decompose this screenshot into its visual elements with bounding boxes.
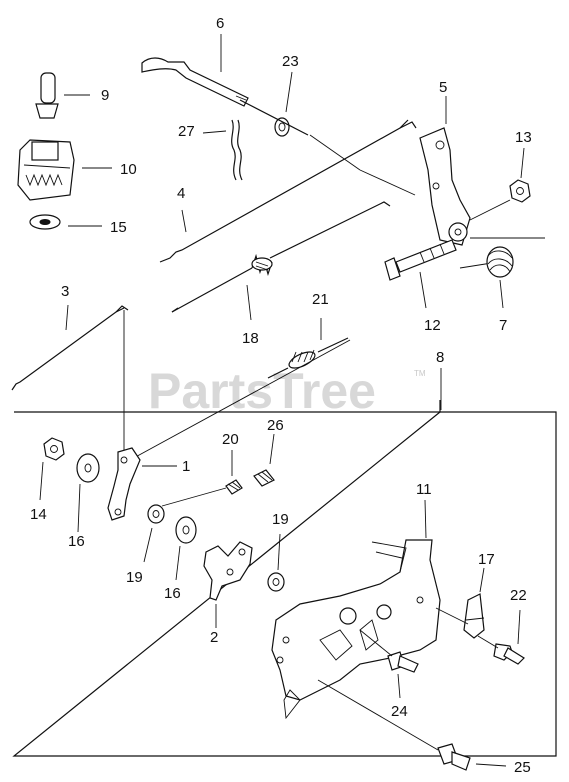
leader-27 (202, 130, 227, 134)
guide-line-b (359, 169, 416, 196)
callout-1: 1 (182, 458, 190, 475)
callout-11: 11 (416, 481, 432, 498)
callout-17: 17 (478, 551, 495, 568)
callout-25: 25 (514, 759, 531, 776)
leader-23 (285, 71, 293, 113)
guide-line-k (359, 629, 393, 657)
leader-26 (269, 433, 275, 465)
callout-27: 27 (178, 123, 195, 140)
callout-13: 13 (515, 129, 532, 146)
part-27-clip[interactable] (231, 119, 243, 181)
part-23-washer[interactable] (274, 117, 290, 137)
part-6-lever-shaft[interactable] (141, 57, 249, 107)
leader-18 (246, 284, 252, 321)
part-26-screw[interactable] (253, 469, 275, 487)
guide-line-h (161, 487, 227, 507)
part-25-bolt[interactable] (437, 743, 471, 771)
part-17-clip[interactable] (463, 593, 485, 639)
callout-23: 23 (282, 53, 299, 70)
callout-4: 4 (177, 185, 185, 202)
watermark-text: PartsTree (148, 363, 376, 419)
leader-17 (479, 567, 485, 593)
part-10-gear-bracket[interactable] (17, 139, 75, 201)
part-21-spring-link[interactable] (267, 337, 349, 379)
guide-line-j (477, 635, 499, 649)
watermark-trademark: TM (414, 369, 426, 378)
callout-19-middle: 19 (272, 511, 289, 528)
rod-upper-link (239, 99, 309, 136)
callout-22: 22 (510, 587, 527, 604)
leader-7 (499, 279, 504, 309)
part-16-washer-middle[interactable] (175, 516, 197, 544)
part-5-bracket[interactable] (419, 127, 471, 246)
callout-24: 24 (391, 703, 408, 720)
part-15-washer[interactable] (29, 214, 61, 230)
guide-line-i (435, 607, 469, 625)
leader-11 (424, 499, 427, 539)
leader-3 (65, 304, 69, 331)
callout-8: 8 (436, 349, 444, 366)
part-19-washer-left[interactable] (147, 504, 165, 524)
leader-16-left (77, 483, 81, 533)
part-16-washer-left[interactable] (76, 453, 100, 483)
callout-20: 20 (222, 431, 239, 448)
part-1-lever[interactable] (107, 447, 141, 521)
callout-19-left: 19 (126, 569, 143, 586)
kit-8-box (12, 411, 557, 757)
part-4-control-rod[interactable] (159, 119, 417, 263)
leader-25 (475, 763, 507, 767)
part-19-washer-middle[interactable] (267, 572, 285, 592)
callout-18: 18 (242, 330, 259, 347)
part-20-adjusting-screw[interactable] (225, 479, 243, 495)
callout-3: 3 (61, 283, 69, 300)
part-18-spring-rod[interactable] (171, 201, 391, 313)
leader-4 (181, 209, 187, 233)
callout-5: 5 (439, 79, 447, 96)
part-7-spring[interactable] (486, 246, 514, 278)
part-13-nut[interactable] (509, 179, 531, 203)
leader-12 (419, 271, 427, 309)
part-24-bolt[interactable] (387, 651, 419, 673)
callout-14: 14 (30, 506, 47, 523)
part-11-control-bracket[interactable] (271, 539, 441, 720)
part-2-lever-plate[interactable] (203, 541, 253, 601)
callout-21: 21 (312, 291, 329, 308)
callout-6: 6 (216, 15, 224, 32)
guide-line-g (129, 339, 351, 461)
callout-16-middle: 16 (164, 585, 181, 602)
leader-14 (39, 461, 44, 501)
part-14-nut[interactable] (43, 437, 65, 461)
callout-12: 12 (424, 317, 441, 334)
callout-26: 26 (267, 417, 284, 434)
guide-line-c (469, 199, 511, 221)
callout-15: 15 (110, 219, 127, 236)
leader-24 (397, 673, 401, 699)
callout-2: 2 (210, 629, 218, 646)
leader-22 (517, 609, 521, 645)
leader-19-left (143, 527, 153, 563)
callout-10: 10 (120, 161, 137, 178)
callout-16-left: 16 (68, 533, 85, 550)
callout-labels: 6 23 9 5 27 13 10 4 15 3 21 18 12 7 8 26… (30, 15, 532, 776)
guide-line-l (317, 679, 439, 751)
callout-7: 7 (499, 317, 507, 334)
guide-line-a (309, 134, 361, 171)
part-3-rod[interactable] (11, 305, 129, 391)
leader-13 (520, 147, 525, 179)
part-22-bolt[interactable] (493, 643, 525, 665)
leader-19-middle (277, 533, 281, 571)
part-9-knob[interactable] (35, 72, 59, 119)
leader-16-middle (175, 545, 181, 581)
callout-9: 9 (101, 87, 109, 104)
part-12-bolt[interactable] (384, 239, 457, 281)
